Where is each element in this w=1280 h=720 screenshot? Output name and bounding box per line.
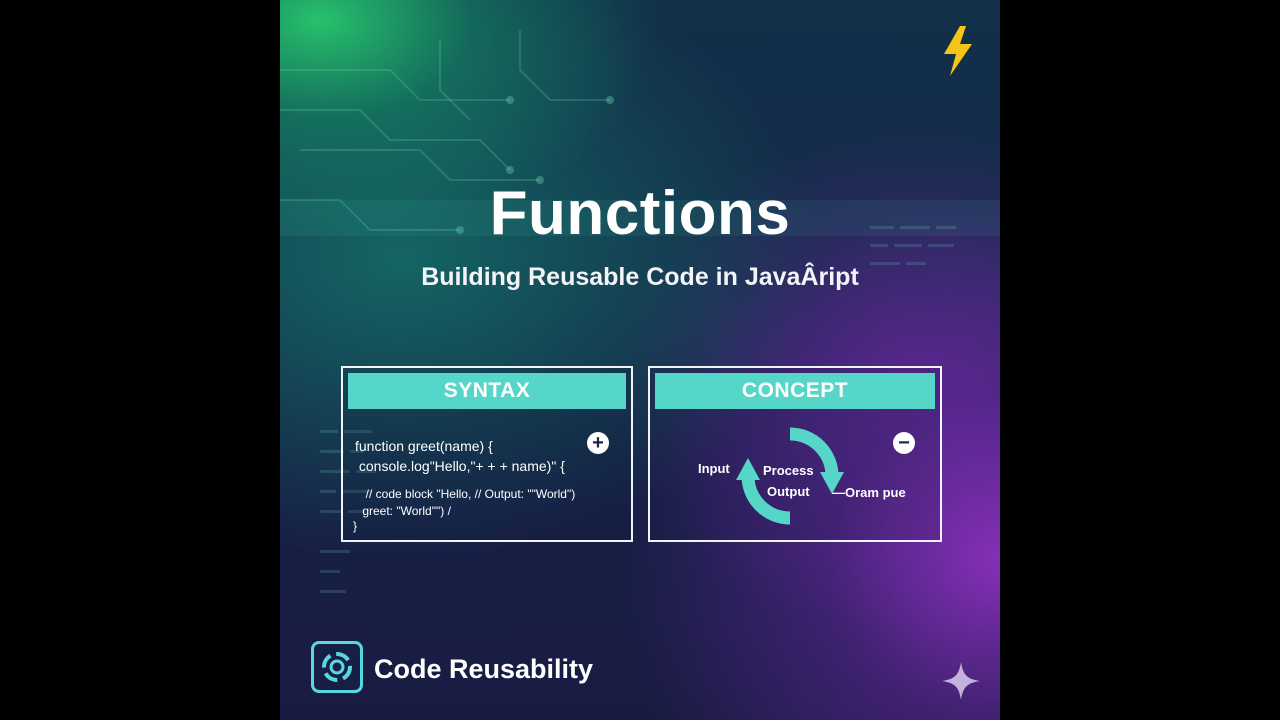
cycle-arrows-icon: [736, 427, 844, 525]
plus-icon[interactable]: +: [587, 432, 609, 454]
minus-icon[interactable]: −: [893, 432, 915, 454]
code-line-2: console.log"Hello,"+ + + name)" {: [355, 458, 565, 474]
input-label: Input: [698, 461, 730, 476]
page-title: Functions: [489, 179, 791, 248]
sparkle-icon: [942, 662, 980, 700]
output-label: Output: [767, 484, 810, 499]
letterbox-left: [0, 0, 280, 720]
code-line-1: function greet(name) {: [355, 438, 493, 454]
letterbox-right: [1000, 0, 1280, 720]
circuit-background: [280, 30, 1000, 593]
code-line-5: }: [353, 519, 358, 533]
process-label: Process: [763, 463, 814, 478]
code-line-4: greet: "World"") /: [359, 504, 451, 518]
concept-panel-header: CONCEPT: [655, 373, 935, 409]
page-subtitle: Building Reusable Code in JavaÂript: [421, 263, 859, 291]
thumbnail-card: Functions Building Reusable Code in Java…: [280, 0, 1000, 720]
reusability-gear-icon: [311, 641, 363, 693]
footer-label: Code Reusability: [374, 654, 594, 684]
lightning-bolt-icon: [944, 26, 972, 76]
concept-panel: CONCEPT − Input Process Output —Oram pue: [648, 366, 942, 542]
code-line-3: // code block "Hello, // Output: ""World…: [359, 487, 576, 501]
syntax-panel-header: SYNTAX: [348, 373, 626, 409]
syntax-panel: SYNTAX + function greet(name) { console.…: [341, 366, 633, 542]
extra-label: —Oram pue: [832, 485, 906, 500]
